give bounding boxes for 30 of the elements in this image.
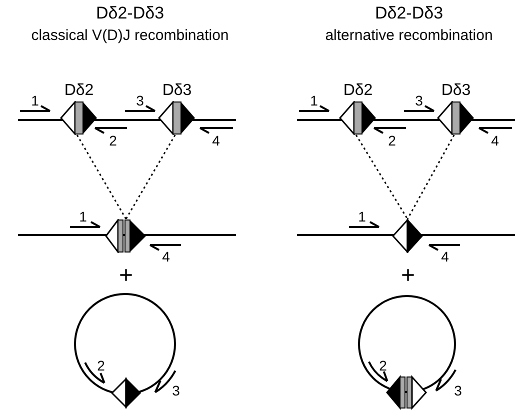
primer-number: 2 xyxy=(97,358,105,374)
primer-number: 4 xyxy=(212,133,220,149)
panel-subtitle: alternative recombination xyxy=(325,28,493,44)
segment-label: Dδ2 xyxy=(63,81,95,101)
panel-subtitle: classical V(D)J recombination xyxy=(31,28,229,44)
panel-title: Dδ2-Dδ3 xyxy=(374,4,444,24)
primer-number: 4 xyxy=(491,133,499,149)
dotted-line xyxy=(76,134,127,220)
dotted-line xyxy=(125,134,176,220)
plus-sign: + xyxy=(401,262,415,290)
panel-title: Dδ2-Dδ3 xyxy=(96,4,164,24)
primer-number: 1 xyxy=(310,93,318,109)
primer-number: 2 xyxy=(388,133,396,149)
segment-label: Dδ3 xyxy=(440,81,472,101)
primer-number: 2 xyxy=(379,358,387,374)
segment-label: Dδ2 xyxy=(342,81,374,101)
primer-number: 2 xyxy=(109,133,117,149)
segment-label: Dδ3 xyxy=(161,81,193,101)
primer-number: 3 xyxy=(454,383,462,399)
primer-number: 4 xyxy=(162,249,170,265)
plus-sign: + xyxy=(119,262,133,290)
primer-number: 4 xyxy=(441,249,449,265)
primer-number: 3 xyxy=(172,383,180,399)
dotted-line xyxy=(355,134,408,220)
primer-number: 3 xyxy=(415,93,423,109)
primer-number: 1 xyxy=(31,93,39,109)
primer-number: 1 xyxy=(358,209,366,225)
primer-number: 3 xyxy=(136,93,144,109)
dotted-line xyxy=(406,134,455,220)
primer-number: 1 xyxy=(79,209,87,225)
